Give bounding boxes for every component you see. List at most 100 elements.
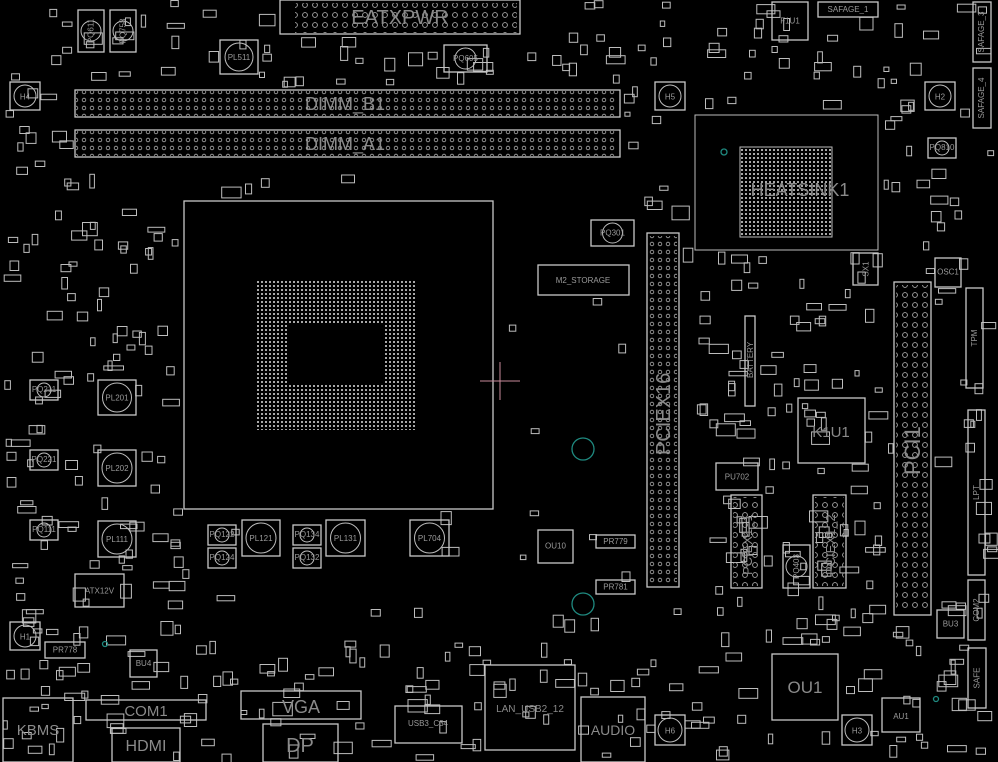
pl121-component[interactable]: PL121 — [241, 519, 281, 557]
eatxpwr-connector[interactable]: EATXPWR — [279, 0, 521, 35]
smd-pad — [349, 648, 357, 664]
pr779-component[interactable]: PR779 — [595, 534, 636, 549]
h5-mounting-hole[interactable]: H5 — [654, 81, 686, 111]
h2-mounting-hole[interactable]: H2 — [924, 81, 956, 111]
pci1-slot[interactable]: PCI1 — [893, 281, 932, 616]
pq124-component[interactable]: PQ124 — [207, 547, 237, 569]
pciex16-slot[interactable]: PCIEX16 — [646, 232, 680, 588]
pq810-component[interactable]: PQ810 — [927, 137, 957, 159]
vga-connector[interactable]: VGA — [240, 690, 362, 720]
pciex1-2-slot[interactable]: PCIEX1_2 — [812, 494, 847, 589]
pq403-component[interactable]: PQ403 — [782, 544, 811, 589]
smd-pad — [527, 52, 537, 62]
pq132-component[interactable]: PQ132 — [292, 547, 322, 569]
smd-pad — [728, 380, 736, 392]
atx12v-component[interactable]: ATX12V — [74, 573, 125, 608]
smd-pad — [900, 99, 915, 112]
hdmi-connector[interactable]: HDMI — [111, 727, 181, 762]
smd-pad — [708, 42, 720, 53]
m2-storage[interactable]: M2_STORAGE — [537, 264, 630, 296]
pq611-component[interactable]: PQ611 — [77, 9, 105, 53]
safage4-component[interactable]: SAFAGE_4 — [972, 67, 992, 129]
h4-mounting-hole[interactable]: H4 — [9, 81, 41, 111]
pq605-component[interactable]: PQ605 — [443, 44, 488, 73]
pl111-component[interactable]: PL111 — [97, 520, 137, 558]
smd-pad — [850, 485, 868, 495]
smd-pad — [64, 178, 72, 187]
smd-pad — [166, 366, 175, 376]
dimm-b1-slot[interactable]: DIMM_B1 — [74, 89, 621, 118]
smd-pad — [909, 62, 922, 76]
pq611-label: PQ611 — [86, 18, 95, 43]
safage3-label: SAFAGE_3 — [977, 11, 986, 52]
pq122-component[interactable]: PQ122 — [207, 524, 237, 546]
safage1-component[interactable]: SAFAGE_1 — [817, 1, 879, 18]
h1-mounting-hole[interactable]: H1 — [9, 621, 41, 651]
bu3-component[interactable]: BU3 — [936, 609, 965, 639]
heatsink1[interactable]: HEATSINK1 — [694, 114, 879, 251]
usb3-connector[interactable]: USB3_C34 — [394, 705, 463, 744]
smd-pad — [147, 226, 166, 233]
pl202-component[interactable]: PL202 — [97, 449, 137, 487]
pl704-component[interactable]: PL704 — [409, 519, 450, 557]
pq211-component[interactable]: PQ211 — [29, 379, 59, 401]
pr781-component[interactable]: PR781 — [595, 579, 636, 595]
sx1-component[interactable]: SX1 — [852, 252, 879, 286]
kbms-connector[interactable]: KBMS — [2, 697, 74, 762]
safage3-component[interactable]: SAFAGE_3 — [972, 1, 992, 63]
smd-pad — [698, 666, 719, 674]
lpt-component[interactable]: LPT — [967, 409, 986, 576]
pr778-component[interactable]: PR778 — [44, 641, 86, 659]
lan-usb-connector[interactable]: LAN_USB2_12 — [484, 664, 576, 751]
smd-pad — [125, 549, 133, 559]
smd-pad — [40, 686, 51, 696]
smd-pad — [644, 196, 653, 207]
tpm-component[interactable]: TPM — [965, 287, 984, 389]
osc1-component[interactable]: OSC1 — [934, 257, 962, 288]
pq221-component[interactable]: PQ221 — [29, 449, 59, 471]
pq758-component[interactable]: PQ758 — [109, 9, 137, 53]
pl201-component[interactable]: PL201 — [97, 379, 137, 416]
cpu-socket[interactable] — [183, 200, 494, 510]
ou10-component[interactable]: OU10 — [537, 529, 574, 564]
ou1-chip[interactable]: OU1 — [771, 653, 839, 721]
pl111-label: PL111 — [106, 535, 128, 544]
pu702-component[interactable]: PU702 — [715, 462, 759, 491]
smd-pad — [157, 325, 168, 337]
smd-pad — [817, 467, 825, 475]
pq134-component[interactable]: PQ134 — [292, 524, 322, 546]
audio-connector[interactable]: AUDIO — [580, 696, 646, 762]
pciex1-2-label: PCIEX1_2 — [823, 514, 838, 575]
pq111-component[interactable]: PQ111 — [29, 519, 59, 541]
smd-pad — [3, 274, 22, 282]
smd-pad — [508, 324, 517, 332]
pciex1-1-slot[interactable]: PCIEX1_1 — [730, 494, 763, 589]
dp-connector[interactable]: DP — [262, 723, 339, 762]
k1u1-chip[interactable]: K1U1 — [797, 397, 866, 464]
smd-pad — [552, 614, 564, 628]
smd-pad — [5, 110, 14, 118]
smd-pad — [131, 681, 151, 690]
pl131-component[interactable]: PL131 — [325, 519, 366, 557]
safe-component[interactable]: SAFE — [967, 647, 987, 709]
com1-connector[interactable]: COM1 — [85, 699, 207, 721]
smd-pad — [636, 708, 646, 721]
h3-mounting-hole[interactable]: H3 — [841, 714, 873, 746]
h6-mounting-hole[interactable]: H6 — [654, 714, 686, 746]
com2-component[interactable]: COM2 — [967, 579, 986, 641]
smd-pad — [98, 287, 110, 298]
au1-component[interactable]: AU1 — [881, 697, 921, 733]
smd-pad — [951, 697, 967, 712]
smd-pad — [21, 732, 32, 740]
f1u1-component[interactable]: F1U1 — [771, 1, 809, 41]
via-marker — [720, 148, 728, 156]
bu4-component[interactable]: BU4 — [129, 649, 158, 678]
pq301-component[interactable]: PQ301 — [590, 219, 635, 247]
pl511-component[interactable]: PL511 — [219, 39, 259, 75]
battery[interactable]: BATTERY — [744, 315, 756, 407]
dimm-a1-slot[interactable]: DIMM_A1 — [74, 129, 621, 158]
smd-pad — [51, 130, 68, 143]
smd-pad — [240, 710, 248, 715]
smd-pad — [728, 370, 748, 377]
